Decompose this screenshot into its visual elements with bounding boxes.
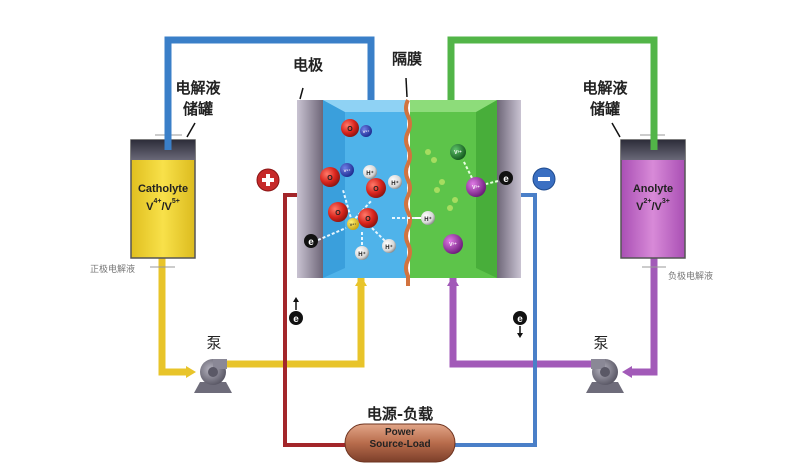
anolyte-name: Anolyte <box>632 183 674 195</box>
hydrogen-ion <box>388 175 402 189</box>
vanadium-v5-ion <box>340 163 354 177</box>
left-tank-label-line2: 储罐 <box>182 100 213 118</box>
right-tank-label-line1: 电解液 <box>582 79 628 97</box>
oxygen-label: O <box>327 175 333 182</box>
power-label-line1: Power <box>384 427 415 438</box>
oxygen-atom <box>328 202 348 222</box>
green-flow-pipe <box>447 36 658 150</box>
oxygen-atom <box>341 119 359 137</box>
catholyte-text: Catholyte V4+/V5+ <box>131 183 195 213</box>
electron-label: e <box>308 237 314 248</box>
oxygen-label: O <box>335 210 341 217</box>
hydrogen-ion <box>382 239 396 253</box>
yellow-flow-arrow-icon <box>186 366 196 378</box>
vanadium-v2-ion <box>466 177 486 197</box>
negative-half-cell-inner-wall <box>476 100 497 278</box>
power-source-load-label: Power Source-Load <box>348 427 452 451</box>
electrode-label: 电极 <box>292 56 323 74</box>
ion-charge: 3+ <box>661 198 670 205</box>
anolyte-text: Anolyte V2+/V3+ <box>621 183 685 213</box>
ion-symbol: V <box>146 201 154 213</box>
negative-terminal-icon <box>532 167 556 191</box>
v5-label: V⁵⁺ <box>344 168 351 173</box>
negative-electrolyte-label: 负极电解液 <box>668 272 714 282</box>
positive-wire <box>283 193 352 447</box>
electron-down-marker: e <box>513 311 527 338</box>
negative-electrode <box>497 100 521 278</box>
negative-half-cell-top <box>410 100 497 112</box>
hydrogen-label: H⁺ <box>366 170 374 177</box>
positive-half-cell-inner-wall <box>323 100 345 278</box>
left-tank-pointer-arrow-icon <box>186 122 196 138</box>
right-tank-pointer-arrow-icon <box>611 122 621 138</box>
electron <box>304 234 318 248</box>
negative-half-cell <box>410 100 497 278</box>
v2-label: V²⁺ <box>449 242 457 248</box>
ion-symbol: /V <box>651 201 662 213</box>
positive-electrode <box>297 100 323 278</box>
purple-inlet-arrow-icon <box>447 276 459 286</box>
left-pump-label: 泵 <box>206 334 222 352</box>
positive-half-cell-top <box>323 100 407 112</box>
oxygen-label: O <box>365 216 371 223</box>
electrode-pointer-arrow-icon <box>299 87 304 100</box>
hydrogen-ion <box>363 165 377 179</box>
vanadium-v3-ion <box>450 144 466 160</box>
hydrogen-label: H⁺ <box>358 251 366 258</box>
vanadium-v2-ion <box>443 234 463 254</box>
hydrogen-label: H⁺ <box>385 244 393 251</box>
membrane-label: 隔膜 <box>391 50 422 68</box>
hydrogen-ion <box>355 246 369 260</box>
catholyte-name: Catholyte <box>137 183 189 195</box>
membrane <box>404 99 412 286</box>
v2-label: V²⁺ <box>472 185 480 191</box>
purple-flow-arrow-icon <box>622 366 632 378</box>
ion-charge: 2+ <box>643 198 652 205</box>
power-source-load <box>344 423 456 463</box>
hydrogen-ion <box>421 211 435 225</box>
power-label-line2: Source-Load <box>369 439 431 450</box>
ion-charge: 5+ <box>171 198 180 205</box>
electron-label: e <box>503 174 509 185</box>
catholyte-tank <box>130 134 196 268</box>
hydrogen-label: H⁺ <box>391 180 399 187</box>
ion-symbol: V <box>636 201 644 213</box>
v5-label: V⁵⁺ <box>363 129 370 134</box>
purple-flow-pipe <box>449 255 658 376</box>
oxygen-atom <box>320 167 340 187</box>
blue-flow-pipe <box>164 36 375 150</box>
ion-charge: 4+ <box>153 198 162 205</box>
yellow-inlet-arrow-icon <box>355 276 367 286</box>
vanadium-v5-ion <box>360 125 372 137</box>
right-tank-label-line2: 储罐 <box>589 100 620 118</box>
oxygen-atom <box>366 178 386 198</box>
yellow-flow-pipe <box>158 255 365 376</box>
negative-half-cell-particles: V³⁺ V²⁺ e V²⁺ <box>425 144 513 254</box>
membrane-pointer-arrow-icon <box>405 77 408 98</box>
positive-half-cell-particles: O V⁵⁺ O V⁵⁺ H⁺ O H⁺ O O V⁴⁺ e H⁺ H⁺ H⁺ <box>304 119 435 260</box>
catholyte-ions: V4+/V5+ <box>131 198 195 213</box>
ion-symbol: /V <box>161 201 172 213</box>
electron <box>499 171 513 185</box>
hydrogen-label: H⁺ <box>424 216 432 223</box>
electron-up-marker: e <box>289 297 303 325</box>
right-pump-label: 泵 <box>593 334 609 352</box>
power-load-cn-label: 电源-负载 <box>366 405 434 423</box>
oxygen-label: O <box>347 126 353 133</box>
v3-label: V³⁺ <box>454 150 462 156</box>
positive-terminal-icon <box>256 168 280 192</box>
negative-wire <box>450 193 537 447</box>
electron-label: e <box>517 314 523 325</box>
vanadium-v4-ion <box>347 218 359 230</box>
left-tank-label-line1: 电解液 <box>175 79 221 97</box>
positive-electrolyte-label: 正极电解液 <box>90 265 136 275</box>
oxygen-atom <box>358 208 378 228</box>
left-pump-icon <box>194 359 232 393</box>
oxygen-label: O <box>373 186 379 193</box>
v4-label: V⁴⁺ <box>350 222 357 227</box>
anolyte-ions: V2+/V3+ <box>621 198 685 213</box>
electron-label: e <box>293 314 299 325</box>
right-pump-icon <box>586 359 624 393</box>
